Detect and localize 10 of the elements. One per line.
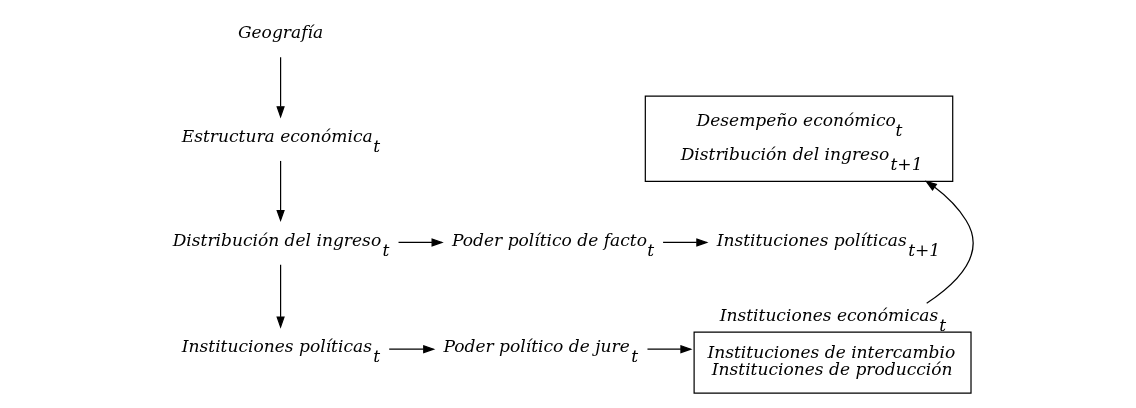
arrow (646, 344, 693, 354)
arrow (662, 238, 709, 247)
arrow (397, 238, 444, 247)
arrow (276, 160, 285, 223)
node-box: Instituciones de intercambio Instituciones de producción (693, 331, 972, 394)
arrow (388, 344, 436, 354)
arrow (276, 56, 285, 119)
arrow (276, 264, 285, 329)
node-text: Geografía (237, 22, 324, 43)
arrow (924, 180, 974, 304)
